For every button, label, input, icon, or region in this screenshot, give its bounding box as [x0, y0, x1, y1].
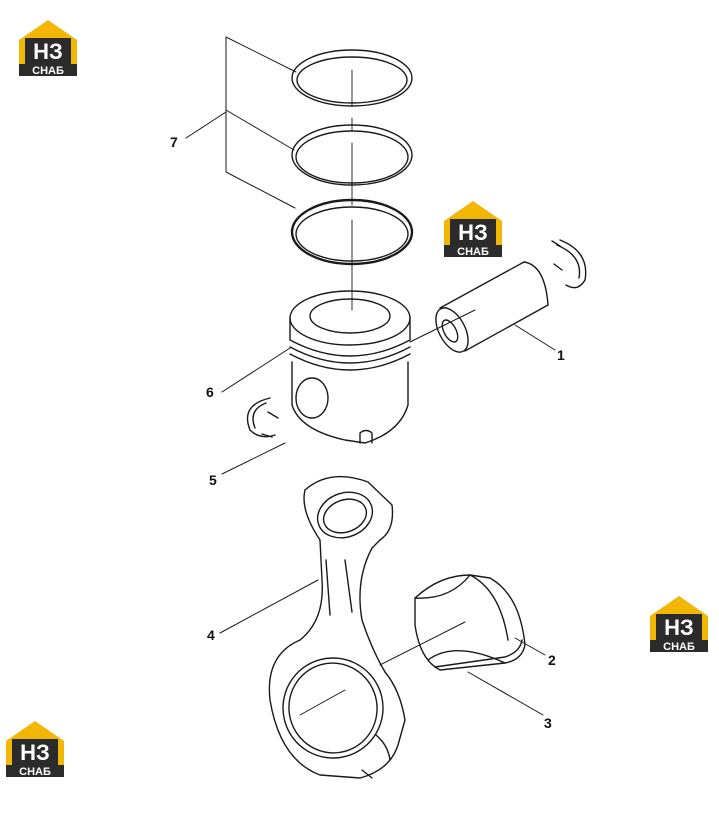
svg-text:НЗ: НЗ — [458, 220, 488, 245]
callout-4: 4 — [207, 627, 215, 643]
callout-1: 1 — [557, 347, 565, 363]
watermark-logo-center: НЗ СНАБ — [442, 199, 504, 257]
callout-2: 2 — [548, 652, 556, 668]
svg-text:НЗ: НЗ — [20, 740, 50, 765]
watermark-logo-bottom-left: НЗ СНАБ — [4, 719, 66, 777]
piston-pin-icon — [435, 261, 549, 353]
retaining-ring-right-icon — [551, 239, 587, 289]
svg-text:НЗ: НЗ — [33, 39, 63, 64]
callout-6: 6 — [206, 384, 214, 400]
svg-text:СНАБ: СНАБ — [663, 641, 695, 652]
callout-5: 5 — [209, 472, 217, 488]
svg-text:НЗ: НЗ — [664, 615, 694, 640]
watermark-logo-top-left: НЗ СНАБ — [17, 18, 79, 76]
retaining-ring-icon — [246, 397, 279, 438]
watermark-logo-right: НЗ СНАБ — [648, 594, 710, 652]
callout-3: 3 — [544, 715, 552, 731]
svg-text:СНАБ: СНАБ — [32, 65, 64, 76]
connecting-rod-icon — [268, 475, 406, 779]
piston-icon — [289, 290, 411, 444]
bearing-shells-icon — [414, 574, 526, 671]
svg-text:СНАБ: СНАБ — [19, 766, 51, 777]
callout-7: 7 — [170, 134, 178, 150]
leader-lines — [185, 36, 556, 716]
svg-text:СНАБ: СНАБ — [457, 246, 489, 257]
